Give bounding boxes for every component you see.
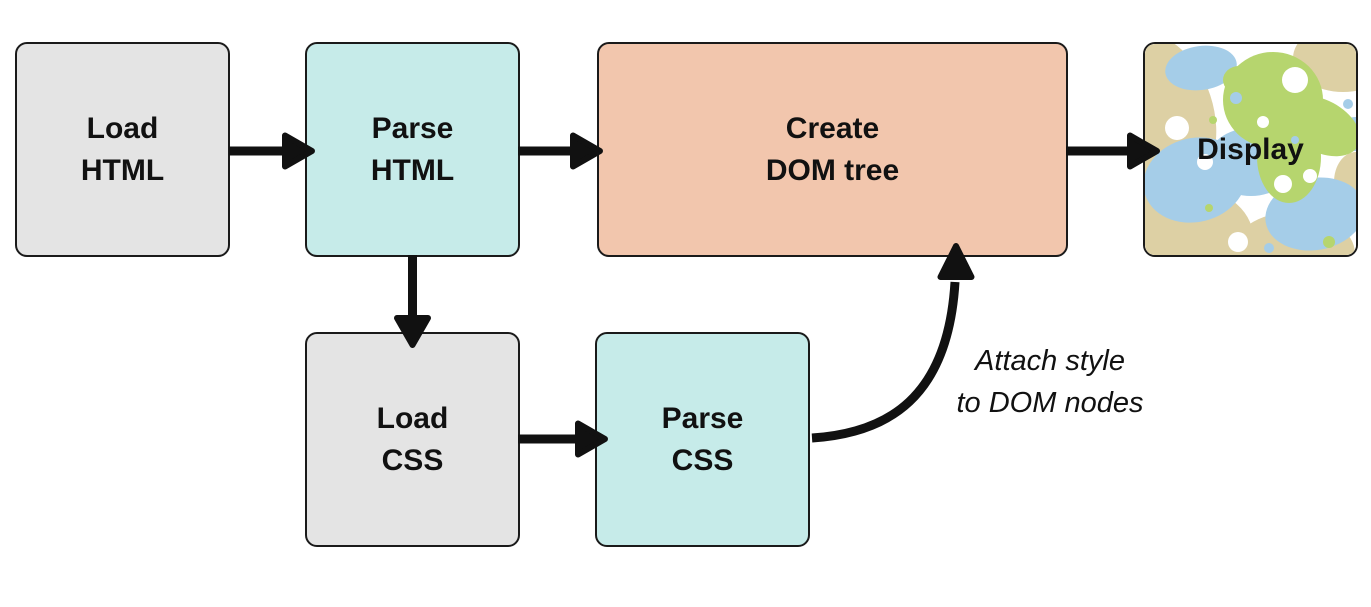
edge-annotation-attach-style: Attach style to DOM nodes	[956, 345, 1144, 419]
node-parse-html: Parse HTML	[305, 42, 520, 257]
node-load-css: Load CSS	[305, 332, 520, 547]
node-display-label: Display	[1197, 132, 1304, 166]
node-parse-css-label: Parse CSS	[661, 401, 744, 477]
node-create-dom-tree: Create DOM tree	[597, 42, 1068, 257]
node-parse-css: Parse CSS	[595, 332, 810, 547]
node-create-dom-tree-label: Create DOM tree	[765, 111, 900, 187]
node-parse-html-label: Parse HTML	[370, 111, 455, 187]
node-load-html: Load HTML	[15, 42, 230, 257]
display-blob-pattern	[1145, 44, 1356, 255]
node-load-html-label: Load HTML	[80, 111, 165, 187]
node-display: Display	[1143, 42, 1358, 257]
node-load-css-label: Load CSS	[376, 401, 449, 477]
